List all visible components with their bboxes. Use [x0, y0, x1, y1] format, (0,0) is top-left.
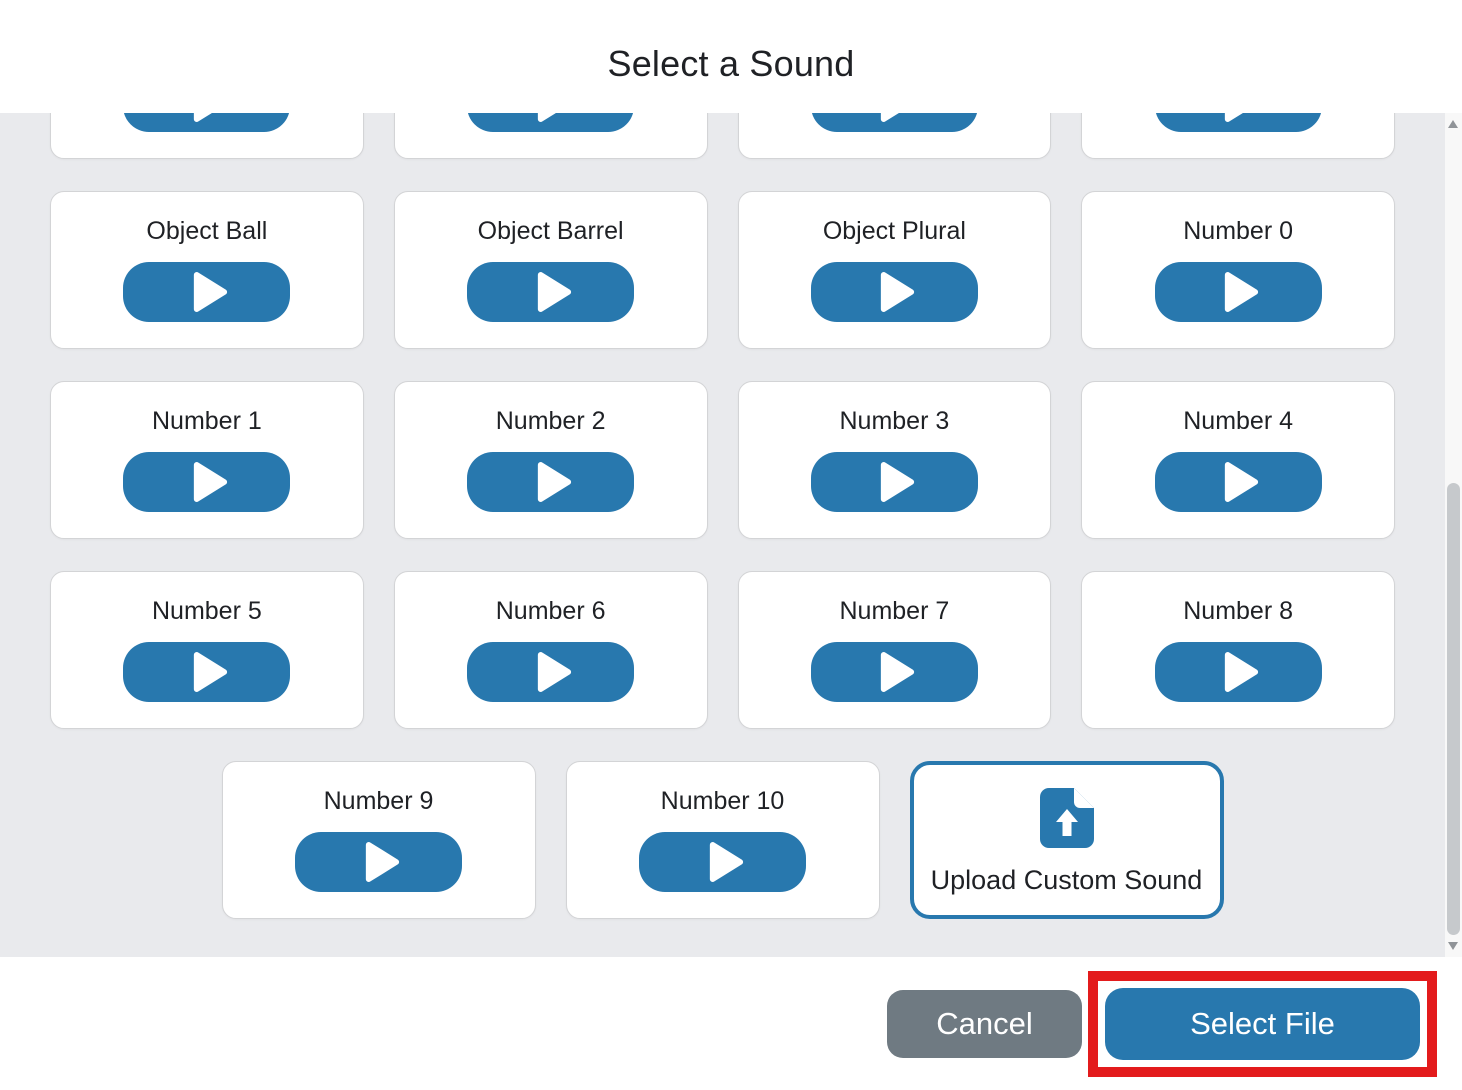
sound-grid-row: Number 5 Number 6 Number 7 Number 8 — [50, 571, 1395, 729]
sound-card[interactable] — [737, 113, 1052, 159]
sound-grid: Object Ball Object Barrel Object Plural … — [0, 113, 1445, 919]
sound-card[interactable]: Number 6 — [393, 571, 708, 729]
sound-card[interactable]: Number 4 — [1081, 381, 1395, 539]
play-icon — [1224, 272, 1259, 312]
play-icon — [881, 462, 915, 502]
play-icon — [537, 113, 556, 122]
sound-card[interactable]: Object Barrel — [393, 191, 708, 349]
select-file-button[interactable]: Select File — [1105, 987, 1420, 1060]
play-button[interactable] — [123, 642, 291, 702]
play-button[interactable] — [810, 113, 978, 132]
play-icon — [1224, 113, 1244, 122]
sound-grid-row: Number 1 Number 2 Number 3 Number 4 — [50, 381, 1395, 539]
play-icon — [537, 462, 571, 502]
play-button[interactable] — [810, 262, 978, 322]
sound-card-label: Number 7 — [839, 597, 950, 625]
upload-custom-sound-card[interactable]: Upload Custom Sound — [909, 761, 1224, 919]
play-icon — [193, 113, 212, 122]
play-icon — [1224, 652, 1259, 692]
sound-card[interactable]: Number 8 — [1081, 571, 1395, 729]
sound-card[interactable]: Number 1 — [50, 381, 364, 539]
play-icon — [537, 652, 571, 692]
play-button[interactable] — [295, 832, 462, 892]
sound-grid-row-last: Number 9 Number 10 Upload Custom Sound — [50, 761, 1395, 919]
play-icon — [193, 272, 227, 312]
play-icon — [193, 462, 227, 502]
sound-card[interactable]: Number 5 — [50, 571, 364, 729]
play-button[interactable] — [123, 452, 291, 512]
play-button[interactable] — [810, 642, 978, 702]
sound-card-label: Number 0 — [1183, 217, 1293, 245]
file-upload-icon — [1039, 788, 1094, 848]
sound-card-label: Number 3 — [839, 407, 950, 435]
play-button[interactable] — [467, 113, 635, 132]
sound-card-label: Number 5 — [151, 597, 262, 625]
sound-card[interactable]: Number 2 — [393, 381, 708, 539]
sound-grid-scroll-area: Object Ball Object Barrel Object Plural … — [0, 113, 1462, 957]
play-button[interactable] — [1154, 642, 1322, 702]
dialog-title: Select a Sound — [607, 42, 855, 84]
sound-grid-row-partial — [50, 113, 1395, 159]
sound-grid-row: Object Ball Object Barrel Object Plural … — [50, 191, 1395, 349]
sound-card[interactable] — [50, 113, 364, 159]
play-button[interactable] — [467, 642, 635, 702]
play-button[interactable] — [123, 262, 291, 322]
annotation-highlight-rectangle: Select File — [1088, 970, 1437, 1077]
dialog-header: Select a Sound — [0, 0, 1462, 113]
play-icon — [193, 652, 227, 692]
play-button[interactable] — [1154, 262, 1322, 322]
play-button[interactable] — [1154, 113, 1322, 132]
scrollbar-thumb[interactable] — [1447, 483, 1460, 935]
sound-card-label: Number 8 — [1183, 597, 1293, 625]
play-button[interactable] — [1154, 452, 1322, 512]
sound-card-label: Object Barrel — [477, 217, 624, 245]
scroll-down-arrow-icon[interactable] — [1448, 942, 1458, 950]
dialog-footer: Cancel Select File — [0, 957, 1462, 1090]
sound-card[interactable]: Number 10 — [565, 761, 880, 919]
sound-card[interactable] — [393, 113, 708, 159]
play-icon — [881, 272, 915, 312]
play-icon — [881, 113, 900, 122]
sound-card-label: Number 9 — [323, 787, 434, 815]
play-button[interactable] — [467, 262, 635, 322]
sound-card-label: Object Plural — [822, 217, 966, 245]
vertical-scrollbar[interactable] — [1445, 113, 1462, 957]
play-icon — [1224, 462, 1259, 502]
sound-card[interactable]: Object Ball — [50, 191, 364, 349]
sound-card[interactable]: Number 3 — [737, 381, 1052, 539]
sound-card[interactable] — [1081, 113, 1395, 159]
sound-card[interactable]: Number 9 — [221, 761, 536, 919]
play-icon — [881, 652, 915, 692]
sound-card-label: Object Ball — [146, 217, 268, 245]
sound-card-label: Number 1 — [151, 407, 262, 435]
play-button[interactable] — [810, 452, 978, 512]
sound-card[interactable]: Number 7 — [737, 571, 1052, 729]
sound-card[interactable]: Number 0 — [1081, 191, 1395, 349]
play-button[interactable] — [467, 452, 635, 512]
sound-card-label: Number 2 — [495, 407, 606, 435]
sound-card[interactable]: Object Plural — [737, 191, 1052, 349]
play-button[interactable] — [123, 113, 291, 132]
cancel-button[interactable]: Cancel — [887, 989, 1082, 1058]
play-icon — [365, 842, 399, 882]
play-icon — [537, 272, 571, 312]
sound-card-label: Number 10 — [660, 787, 785, 815]
scroll-up-arrow-icon[interactable] — [1448, 120, 1458, 128]
upload-custom-sound-label: Upload Custom Sound — [930, 865, 1203, 895]
sound-card-label: Number 6 — [495, 597, 606, 625]
play-button[interactable] — [639, 832, 806, 892]
play-icon — [709, 842, 743, 882]
sound-card-label: Number 4 — [1183, 407, 1293, 435]
